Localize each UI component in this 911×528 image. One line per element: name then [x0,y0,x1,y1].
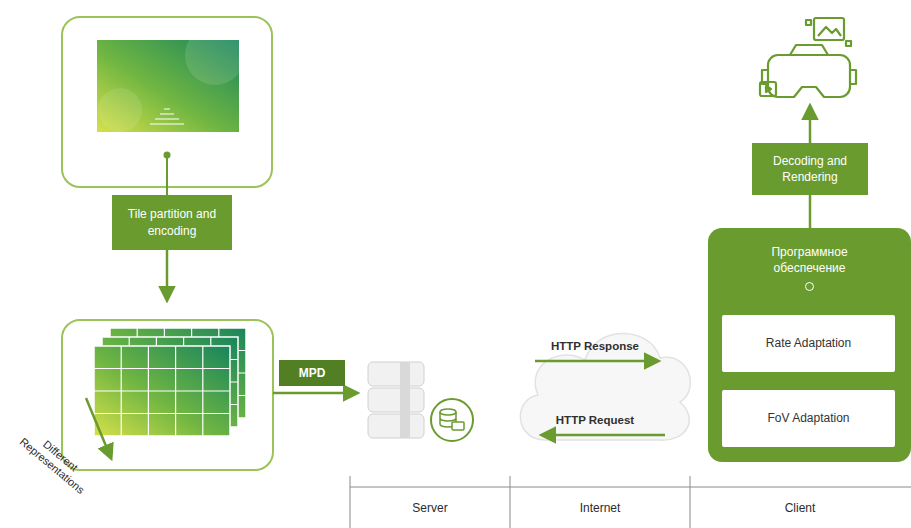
zone-label: Client [750,501,850,515]
server-icon [368,362,473,441]
zone-label: Server [380,501,480,515]
box-label: Rate Adaptation [766,335,851,351]
box-label: MPD [299,365,326,381]
message-label: HTTP Request [540,414,650,426]
process-box: FoV Adaptation [722,390,895,447]
process-box: Decoding and Rendering [752,143,868,195]
message-label: HTTP Response [540,340,650,352]
panel-dot [805,282,814,291]
tiles-frame [62,320,273,470]
zone-axis [350,476,911,528]
panel-heading: Программное обеспечение [740,244,880,276]
box-label: FoV Adaptation [767,410,849,426]
zone-label: Internet [550,501,650,515]
box-label: Tile partition and encoding [120,206,224,238]
internet-cloud [520,333,690,440]
box-label: Decoding and Rendering [760,153,860,185]
client-panel: Программное обеспечениеRate AdaptationFo… [708,228,911,462]
process-box: Rate Adaptation [722,315,895,372]
process-box: Tile partition and encoding [112,195,232,250]
connector [809,195,812,228]
tiled-representations [94,328,246,436]
vr-headset-icon [760,18,856,97]
process-box: MPD [279,360,345,386]
